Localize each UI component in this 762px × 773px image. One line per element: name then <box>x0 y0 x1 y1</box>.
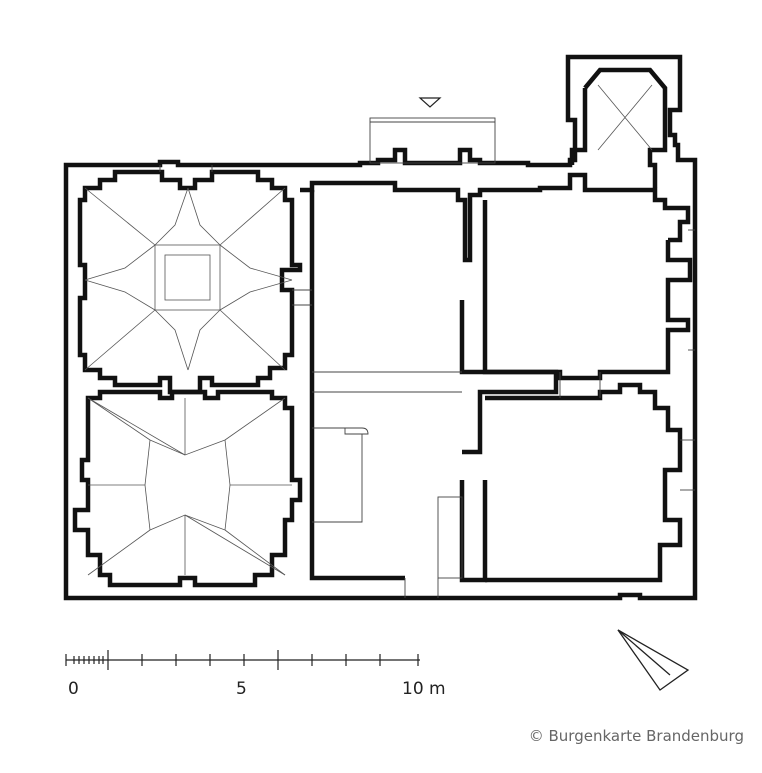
staircase <box>312 427 369 523</box>
triangle-down-icon <box>418 97 442 108</box>
hall-wall-left <box>300 172 691 263</box>
room-right-upper <box>482 200 693 381</box>
scale-label-ten: 10 m <box>402 679 446 699</box>
vault-room-upper <box>77 169 303 395</box>
vault-ribs-lower <box>87 397 292 576</box>
north-arrow-icon <box>617 629 690 691</box>
tower <box>583 67 668 188</box>
vault-ribs-upper <box>84 187 293 371</box>
room-right-lower <box>485 382 683 583</box>
scale-label-zero: 0 <box>68 679 79 699</box>
inner-walls <box>72 67 693 588</box>
credit-text: © Burgenkarte Brandenburg <box>528 727 744 745</box>
outer-walls <box>63 54 698 601</box>
tower-ribs <box>597 84 653 151</box>
scale-label-five: 5 <box>236 679 247 699</box>
hall-lower-wall <box>459 480 488 583</box>
hall-west-wall <box>309 190 405 581</box>
thin-details <box>159 117 695 598</box>
hall-partition <box>459 300 559 455</box>
scale-bar <box>65 650 420 670</box>
vault-room-lower <box>72 389 303 588</box>
